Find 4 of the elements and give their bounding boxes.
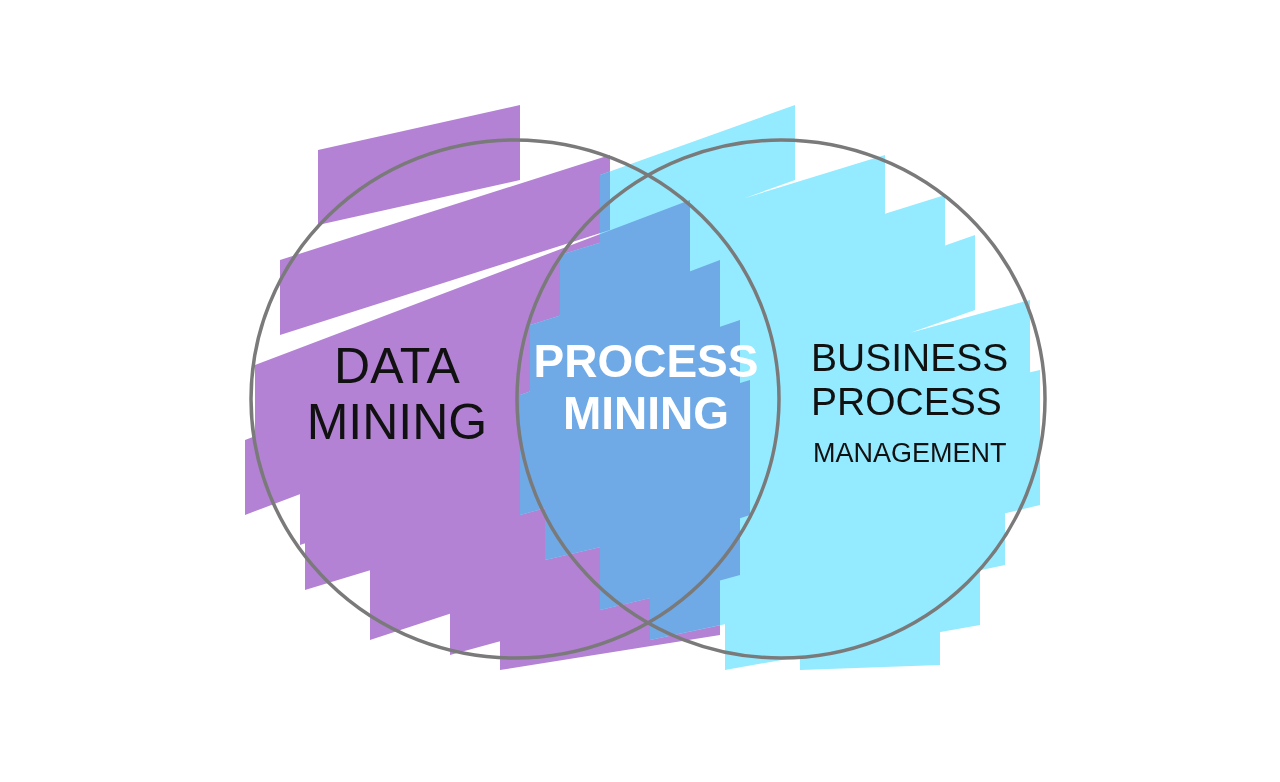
set-label: DATA MINING bbox=[305, 338, 489, 450]
overlap-label: PROCESS MINING bbox=[532, 336, 760, 440]
set-sublabel: MANAGEMENT bbox=[813, 438, 1008, 469]
set-label: BUSINESS PROCESS bbox=[811, 336, 1010, 424]
